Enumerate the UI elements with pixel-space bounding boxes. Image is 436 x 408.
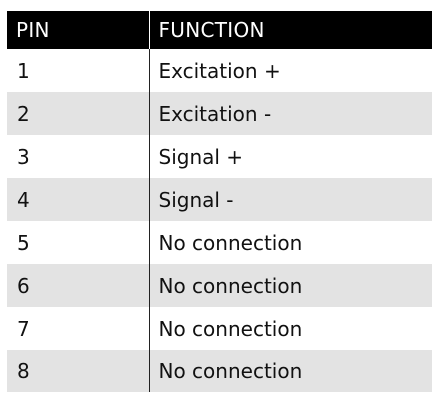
pin-cell: 2	[7, 92, 149, 135]
table-header: PIN FUNCTION	[7, 11, 432, 49]
pin-cell: 1	[7, 49, 149, 92]
pin-table-container: PIN FUNCTION 1 Excitation + 2 Excitation…	[7, 11, 432, 392]
function-cell: No connection	[148, 350, 432, 392]
function-cell: Excitation +	[148, 49, 432, 92]
header-row: PIN FUNCTION	[7, 11, 432, 49]
header-function: FUNCTION	[148, 11, 432, 49]
function-cell: No connection	[148, 264, 432, 307]
pin-cell: 8	[7, 350, 149, 392]
pin-cell: 5	[7, 221, 149, 264]
table-row: 7 No connection	[7, 307, 432, 350]
table-row: 4 Signal -	[7, 178, 432, 221]
header-pin: PIN	[7, 11, 149, 49]
pin-cell: 4	[7, 178, 149, 221]
pin-cell: 7	[7, 307, 149, 350]
pin-cell: 3	[7, 135, 149, 178]
pin-cell: 6	[7, 264, 149, 307]
pin-function-table: PIN FUNCTION 1 Excitation + 2 Excitation…	[7, 11, 432, 392]
table-row: 5 No connection	[7, 221, 432, 264]
table-row: 6 No connection	[7, 264, 432, 307]
table-row: 1 Excitation +	[7, 49, 432, 92]
function-cell: Signal -	[148, 178, 432, 221]
function-cell: No connection	[148, 307, 432, 350]
function-cell: Excitation -	[148, 92, 432, 135]
function-cell: No connection	[148, 221, 432, 264]
table-row: 2 Excitation -	[7, 92, 432, 135]
function-cell: Signal +	[148, 135, 432, 178]
table-body: 1 Excitation + 2 Excitation - 3 Signal +…	[7, 49, 432, 392]
table-row: 8 No connection	[7, 350, 432, 392]
table-row: 3 Signal +	[7, 135, 432, 178]
